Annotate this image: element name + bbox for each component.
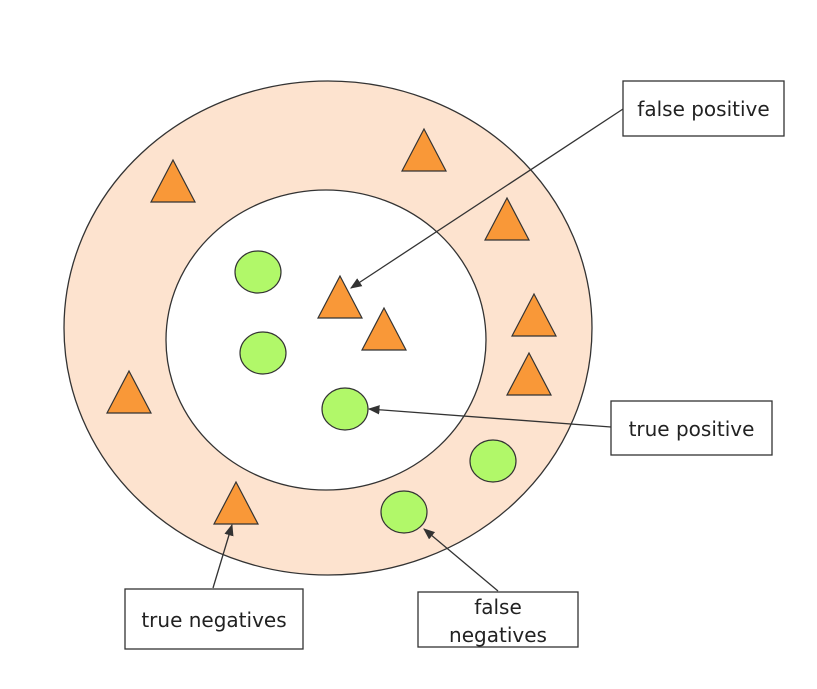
triangle-marker: [106, 369, 152, 414]
arrow-false-positive: [350, 108, 624, 289]
label-false-positive-text: false positive: [637, 97, 769, 121]
label-true-positive: true positive: [610, 400, 773, 456]
label-false-negatives-line1: false: [474, 595, 522, 619]
triangle-marker: [213, 480, 259, 525]
triangle-marker: [361, 306, 407, 351]
label-false-positive: false positive: [622, 80, 785, 137]
triangle-marker: [317, 274, 363, 319]
circle-marker: [239, 331, 287, 375]
arrow-true-positive: [367, 405, 612, 428]
label-false-negatives-line2: negatives: [449, 623, 547, 647]
triangle-marker: [484, 196, 530, 241]
triangle-marker: [150, 158, 196, 203]
arrow-false-negatives: [423, 528, 499, 592]
triangle-marker: [506, 351, 552, 396]
inner-ellipse: [165, 189, 487, 491]
arrow-true-negatives: [212, 523, 234, 589]
circle-marker: [469, 439, 517, 483]
triangle-marker: [511, 292, 557, 337]
circle-marker: [321, 387, 369, 431]
label-true-negatives-text: true negatives: [141, 608, 286, 632]
triangle-marker: [401, 127, 447, 172]
label-true-positive-text: true positive: [629, 417, 755, 441]
circle-marker: [380, 490, 428, 534]
label-true-negatives: true negatives: [124, 588, 304, 650]
label-false-negatives: false negatives: [417, 591, 579, 648]
circle-marker: [234, 250, 282, 294]
